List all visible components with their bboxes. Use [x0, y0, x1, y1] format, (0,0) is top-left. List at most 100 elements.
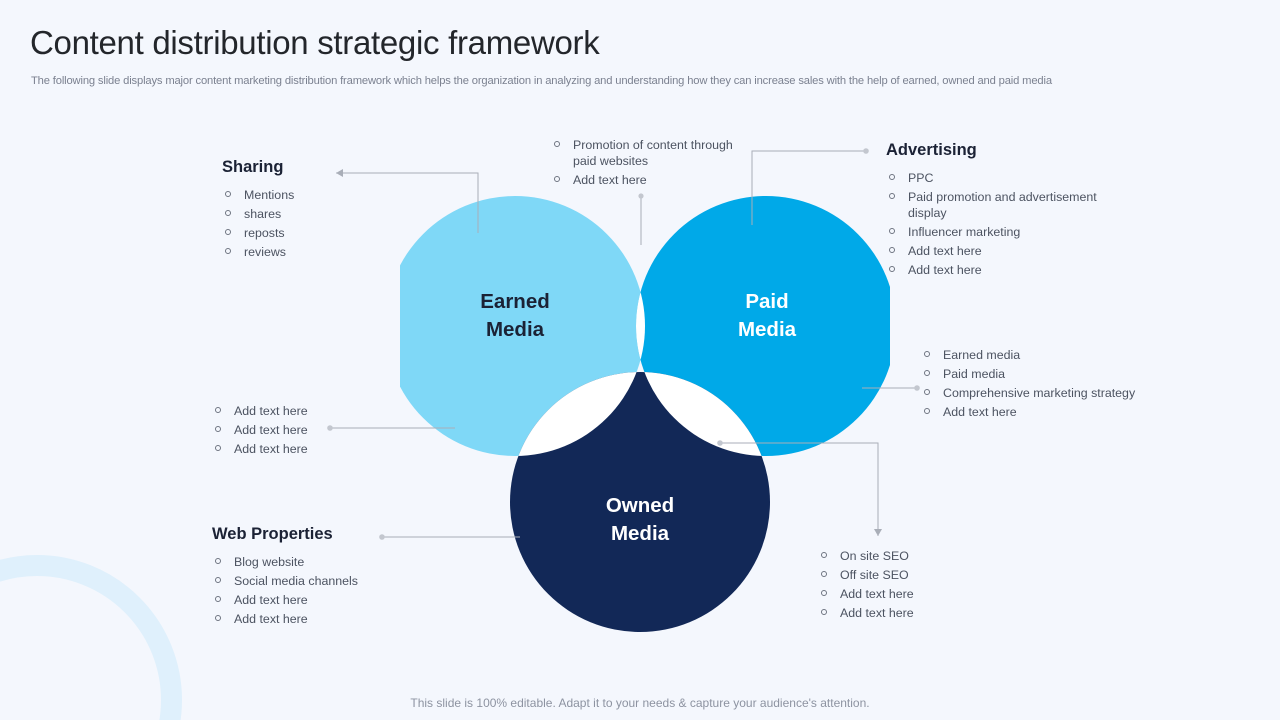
list-item: Promotion of content through paid websit…: [551, 137, 741, 169]
bullet-icon: [924, 389, 930, 395]
block-seo: On site SEO Off site SEO Add text here A…: [818, 548, 1038, 624]
bullet-icon: [215, 596, 221, 602]
list-item: reviews: [222, 244, 422, 260]
block-advertising-heading: Advertising: [886, 141, 977, 159]
bullet-icon: [225, 229, 231, 235]
list-item: reposts: [222, 225, 422, 241]
bullet-icon: [215, 407, 221, 413]
list-item-label: reposts: [244, 226, 285, 240]
list-item-label: reviews: [244, 245, 286, 259]
list-item: Earned media: [921, 347, 1141, 363]
bullet-icon: [554, 176, 560, 182]
list-item-label: PPC: [908, 171, 934, 185]
bullet-icon: [821, 609, 827, 615]
venn-diagram: [400, 196, 890, 632]
list-item: Paid promotion and advertisement display: [886, 189, 1126, 221]
list-item: Mentions: [222, 187, 422, 203]
venn-overlap-earned-owned: [510, 372, 645, 456]
block-promotion: Promotion of content through paid websit…: [551, 137, 741, 191]
bullet-icon: [215, 445, 221, 451]
list-item-label: Paid promotion and advertisement display: [908, 190, 1097, 220]
list-item-label: On site SEO: [840, 549, 909, 563]
list-item-label: Add text here: [908, 244, 982, 258]
bullet-icon: [889, 193, 895, 199]
bullet-icon: [215, 577, 221, 583]
list-item: Add text here: [886, 262, 1126, 278]
list-item-label: Mentions: [244, 188, 295, 202]
list-item: Add text here: [212, 441, 412, 457]
connector-strategy-dot: [914, 385, 920, 391]
list-item-label: Off site SEO: [840, 568, 909, 582]
list-item: Social media channels: [212, 573, 472, 589]
bullet-icon: [821, 590, 827, 596]
list-item-label: Add text here: [908, 263, 982, 277]
block-sharing: Sharing Mentions shares reposts reviews: [222, 158, 422, 263]
block-sharing-heading: Sharing: [222, 158, 284, 176]
list-item: PPC: [886, 170, 1126, 186]
page-title: Content distribution strategic framework: [30, 24, 600, 61]
list-item-label: Paid media: [943, 367, 1005, 381]
block-left-mid: Add text here Add text here Add text her…: [212, 403, 412, 460]
block-strategy-list: Earned media Paid media Comprehensive ma…: [921, 347, 1141, 420]
bullet-icon: [821, 571, 827, 577]
list-item-label: Add text here: [840, 587, 914, 601]
list-item-label: shares: [244, 207, 282, 221]
block-left-mid-list: Add text here Add text here Add text her…: [212, 403, 412, 457]
bullet-icon: [215, 558, 221, 564]
list-item-label: Influencer marketing: [908, 225, 1021, 239]
list-item-label: Add text here: [234, 423, 308, 437]
block-sharing-list: Mentions shares reposts reviews: [222, 187, 422, 260]
list-item: On site SEO: [818, 548, 1038, 564]
list-item-label: Promotion of content through paid websit…: [573, 138, 733, 168]
list-item: Off site SEO: [818, 567, 1038, 583]
list-item: Add text here: [212, 611, 472, 627]
bullet-icon: [225, 248, 231, 254]
block-advertising: Advertising PPC Paid promotion and adver…: [886, 141, 1126, 281]
list-item: Blog website: [212, 554, 472, 570]
bullet-icon: [924, 408, 930, 414]
bullet-icon: [215, 426, 221, 432]
list-item-label: Social media channels: [234, 574, 358, 588]
list-item: Add text here: [818, 586, 1038, 602]
list-item: Add text here: [212, 422, 412, 438]
list-item-label: Add text here: [234, 593, 308, 607]
venn-overlap-paid-owned: [636, 372, 770, 456]
block-web-properties-heading: Web Properties: [212, 525, 333, 543]
list-item-label: Add text here: [840, 606, 914, 620]
bullet-icon: [889, 174, 895, 180]
list-item: Add text here: [886, 243, 1126, 259]
list-item-label: Add text here: [943, 405, 1017, 419]
list-item-label: Add text here: [234, 442, 308, 456]
block-advertising-list: PPC Paid promotion and advertisement dis…: [886, 170, 1126, 278]
footer-note: This slide is 100% editable. Adapt it to…: [410, 696, 870, 710]
list-item: Paid media: [921, 366, 1141, 382]
bullet-icon: [889, 228, 895, 234]
bullet-icon: [889, 247, 895, 253]
block-strategy: Earned media Paid media Comprehensive ma…: [921, 347, 1141, 423]
list-item-label: Earned media: [943, 348, 1021, 362]
bullet-icon: [554, 141, 560, 147]
block-seo-list: On site SEO Off site SEO Add text here A…: [818, 548, 1038, 621]
bullet-icon: [215, 615, 221, 621]
list-item-label: Comprehensive marketing strategy: [943, 386, 1136, 400]
list-item: Influencer marketing: [886, 224, 1126, 240]
list-item: Add text here: [212, 403, 412, 419]
page-subtitle: The following slide displays major conte…: [31, 75, 1052, 87]
list-item: Add text here: [921, 404, 1141, 420]
bullet-icon: [225, 191, 231, 197]
list-item: Add text here: [818, 605, 1038, 621]
bullet-icon: [889, 266, 895, 272]
bullet-icon: [225, 210, 231, 216]
list-item: Add text here: [551, 172, 741, 188]
list-item: shares: [222, 206, 422, 222]
list-item-label: Add text here: [234, 404, 308, 418]
block-web-properties: Web Properties Blog website Social media…: [212, 525, 472, 630]
block-web-properties-list: Blog website Social media channels Add t…: [212, 554, 472, 627]
block-promotion-list: Promotion of content through paid websit…: [551, 137, 741, 188]
list-item-label: Blog website: [234, 555, 305, 569]
list-item: Comprehensive marketing strategy: [921, 385, 1141, 401]
bullet-icon: [924, 370, 930, 376]
bullet-icon: [821, 552, 827, 558]
bullet-icon: [924, 351, 930, 357]
